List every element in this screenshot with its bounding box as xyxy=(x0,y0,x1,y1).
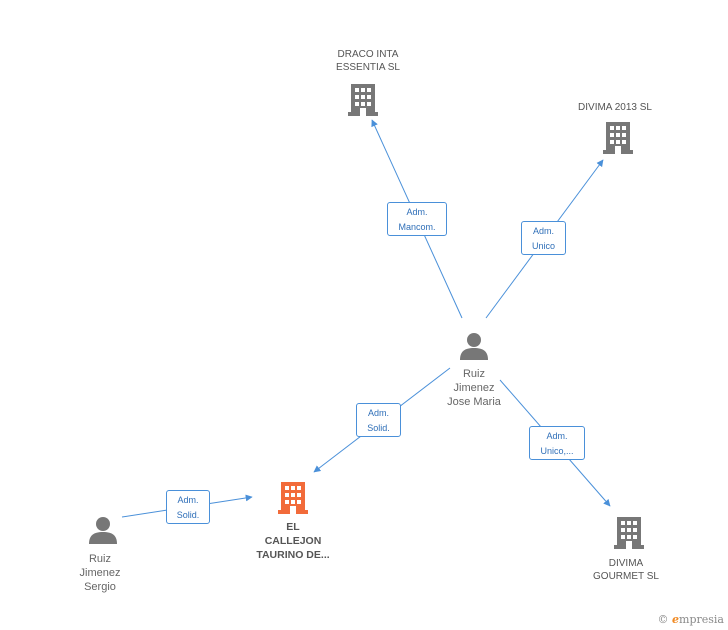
building-icon[interactable] xyxy=(603,122,633,154)
building-icon[interactable] xyxy=(348,84,378,116)
edge-label-unico[interactable]: Adm. Unico xyxy=(521,221,566,255)
edge-label-mancom[interactable]: Adm. Mancom. xyxy=(387,202,447,236)
brand-initial: e xyxy=(672,613,680,626)
edge-label-unico-gourmet[interactable]: Adm. Unico,... xyxy=(529,426,585,460)
copyright-symbol: © xyxy=(657,613,669,626)
person-icon[interactable] xyxy=(460,333,488,360)
node-label-ruiz-jose-maria[interactable]: Ruiz Jimenez Jose Maria xyxy=(447,368,501,408)
node-label-divima2013[interactable]: DIVIMA 2013 SL xyxy=(578,102,652,113)
edge-label-solid-sergio[interactable]: Adm. Solid. xyxy=(166,490,210,524)
node-label-callejon[interactable]: EL CALLEJON TAURINO DE... xyxy=(256,521,330,561)
edge-label-solid-callejon[interactable]: Adm. Solid. xyxy=(356,403,401,437)
node-label-divima-gourmet[interactable]: DIVIMA GOURMET SL xyxy=(593,558,659,582)
building-icon[interactable] xyxy=(614,517,644,549)
empresia-logo: © empresia xyxy=(658,613,724,626)
node-label-draco[interactable]: DRACO INTA ESSENTIA SL xyxy=(336,49,400,73)
node-label-ruiz-sergio[interactable]: Ruiz Jimenez Sergio xyxy=(79,553,121,593)
person-icon[interactable] xyxy=(89,517,117,544)
brand-name: mpresia xyxy=(679,613,724,626)
main-building-icon[interactable] xyxy=(278,482,308,514)
